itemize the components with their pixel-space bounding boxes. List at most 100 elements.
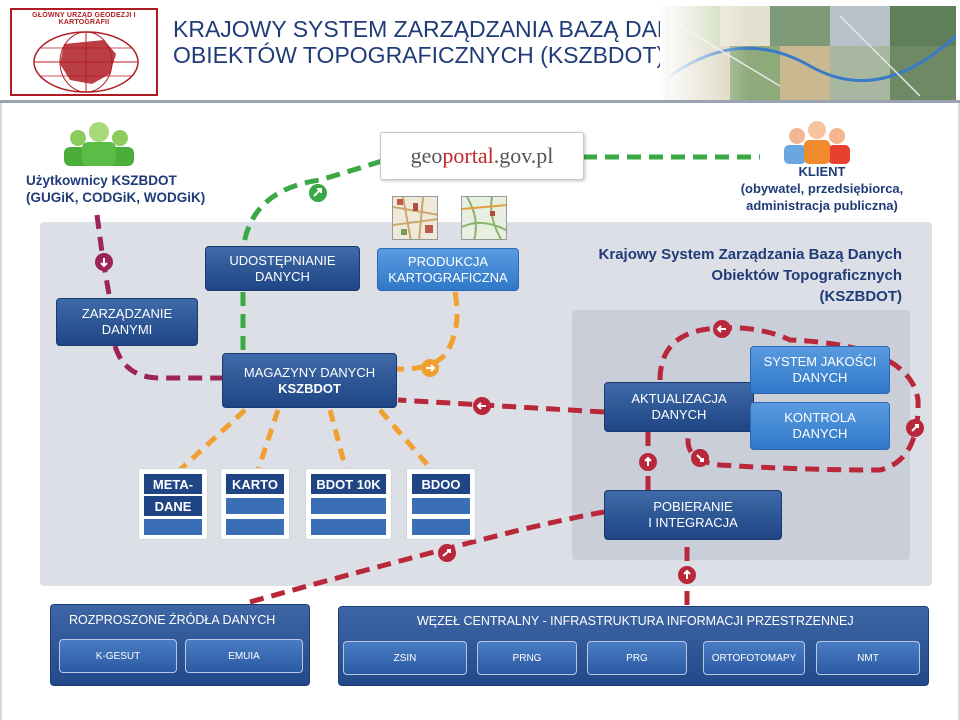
users-label-line1: Użytkownicy KSZBDOT	[26, 173, 177, 188]
box-magazyny[interactable]: MAGAZYNY DANYCH KSZBDOT	[222, 353, 397, 408]
purple-path-2	[112, 345, 222, 381]
users-group-icon	[64, 122, 134, 166]
orange-line-meta	[178, 408, 247, 472]
arrow-marker-purple	[95, 253, 113, 271]
orange-line-bdot	[327, 409, 349, 471]
client-group-icon	[784, 121, 850, 164]
box-udostepnianie-line2: DANYCH	[255, 268, 310, 284]
db-metadane-line1: META-	[144, 474, 202, 494]
client-label: KLIENT (obywatel, przedsiębiorca, admini…	[722, 163, 922, 214]
box-aktualizacja[interactable]: AKTUALIZACJA DANYCH	[604, 382, 754, 432]
box-kontrola[interactable]: KONTROLA DANYCH	[750, 402, 890, 450]
arrow-marker-red-up-1	[639, 453, 657, 471]
page-title: KRAJOWY SYSTEM ZARZĄDZANIA BAZĄ DANYCH O…	[173, 16, 733, 68]
db-bdot10k-label: BDOT 10K	[311, 474, 386, 494]
red-path-aktualizacja-magazyny	[397, 397, 605, 415]
green-path	[240, 157, 386, 350]
box-magazyny-line2: KSZBDOT	[278, 380, 341, 396]
central-node-panel: WĘZEŁ CENTRALNY - INFRASTRUKTURA INFORMA…	[338, 606, 929, 686]
header-divider	[0, 100, 960, 103]
geoportal-suffix: .gov.pl	[493, 143, 554, 168]
source-kgesut[interactable]: K-GESUT	[59, 639, 177, 673]
db-karto-label: KARTO	[226, 474, 284, 494]
box-udostepnianie-line1: UDOSTĘPNIANIE	[229, 252, 336, 268]
box-kontrola-line2: DANYCH	[792, 426, 848, 441]
arrow-marker-red-sources	[438, 544, 456, 562]
db-karto-row	[226, 519, 284, 535]
client-label-line3: administracja publiczna)	[746, 198, 898, 213]
users-label: Użytkownicy KSZBDOT (GUGiK, CODGiK, WODG…	[26, 172, 226, 206]
title-line-1: KRAJOWY SYSTEM ZARZĄDZANIA BAZĄ DANYCH	[173, 16, 723, 42]
db-bdoo-row	[412, 498, 470, 514]
box-aktualizacja-line2: DANYCH	[651, 407, 707, 422]
map-thumbnail-2	[461, 196, 507, 240]
dispersed-sources-title: ROZPROSZONE ŹRÓDŁA DANYCH	[69, 613, 276, 627]
box-kontrola-line1: KONTROLA	[784, 410, 856, 425]
globe-icon	[33, 31, 139, 93]
frame-left	[0, 103, 2, 720]
node-zsin[interactable]: ZSIN	[343, 641, 467, 675]
node-ortofotomapy[interactable]: ORTOFOTOMAPY	[703, 641, 805, 675]
map-photo-collage	[660, 6, 956, 100]
box-system-jakosci[interactable]: SYSTEM JAKOŚCI DANYCH	[750, 346, 890, 394]
geoportal-prefix: geo	[410, 143, 443, 168]
box-pobieranie-line1: POBIERANIE	[653, 499, 733, 514]
db-bdoo-label: BDOO	[412, 474, 470, 494]
box-produkcja-line1: PRODUKCJA	[407, 253, 489, 269]
box-udostepnianie[interactable]: UDOSTĘPNIANIE DANYCH	[205, 246, 360, 291]
db-karto[interactable]: KARTO	[220, 468, 290, 540]
red-path-sources	[249, 509, 605, 605]
arrow-marker-red-up-2	[678, 566, 696, 584]
db-karto-row	[226, 498, 284, 514]
arrow-marker-red-loop-bottom	[691, 449, 709, 467]
geoportal-portal: portal	[442, 143, 494, 168]
system-title-line3: (KSZBDOT)	[819, 288, 903, 305]
box-system-jakosci-line2: DANYCH	[792, 370, 848, 385]
box-magazyny-line1: MAGAZYNY DANYCH	[243, 364, 376, 380]
system-title-line2: Obiektów Topograficznych	[711, 267, 902, 284]
node-prg[interactable]: PRG	[587, 641, 687, 675]
db-metadane[interactable]: META- DANE	[138, 468, 208, 540]
arrow-marker-red-left	[473, 397, 491, 415]
dispersed-sources-panel: ROZPROSZONE ŹRÓDŁA DANYCH K-GESUT EMUIA	[50, 604, 310, 686]
box-pobieranie-line2: I INTEGRACJA	[648, 515, 738, 530]
arrow-marker-orange	[421, 359, 439, 377]
source-emuia[interactable]: EMUIA	[185, 639, 303, 673]
db-bdot10k-row	[311, 498, 386, 514]
central-node-title: WĘZEŁ CENTRALNY - INFRASTRUKTURA INFORMA…	[417, 614, 854, 628]
users-label-line2: (GUGiK, CODGiK, WODGiK)	[26, 190, 206, 205]
db-metadane-row	[144, 519, 202, 535]
client-label-line1: KLIENT	[798, 164, 846, 179]
box-pobieranie[interactable]: POBIERANIE I INTEGRACJA	[604, 490, 782, 540]
box-zarzadzanie-line2: DANYMI	[101, 322, 153, 337]
box-produkcja[interactable]: PRODUKCJA KARTOGRAFICZNA	[377, 248, 519, 291]
arrow-marker-red-loop-right	[906, 419, 924, 437]
db-metadane-line2: DANE	[144, 496, 202, 516]
node-prng[interactable]: PRNG	[477, 641, 577, 675]
orange-path	[396, 291, 460, 372]
box-aktualizacja-line1: AKTUALIZACJA	[631, 391, 727, 406]
node-nmt[interactable]: NMT	[816, 641, 920, 675]
box-zarzadzanie-line1: ZARZĄDZANIE	[81, 306, 173, 321]
box-produkcja-line2: KARTOGRAFICZNA	[388, 269, 508, 285]
map-thumbnail-1	[392, 196, 438, 240]
db-bdot10k[interactable]: BDOT 10K	[305, 468, 392, 540]
arrow-marker-red-loop-top	[713, 320, 731, 338]
title-line-2: OBIEKTÓW TOPOGRAFICZNYCH (KSZBDOT)	[173, 42, 665, 68]
orange-line-karto	[255, 409, 281, 471]
db-bdoo-row	[412, 519, 470, 535]
db-bdoo[interactable]: BDOO	[406, 468, 476, 540]
arrow-marker-green	[309, 184, 327, 202]
gugik-logo: GŁÓWNY URZĄD GEODEZJI I KARTOGRAFII	[10, 8, 158, 96]
box-system-jakosci-line1: SYSTEM JAKOŚCI	[763, 354, 877, 369]
db-bdot10k-row	[311, 519, 386, 535]
orange-line-bdoo	[378, 408, 434, 472]
box-zarzadzanie[interactable]: ZARZĄDZANIE DANYMI	[56, 298, 198, 346]
client-label-line2: (obywatel, przedsiębiorca,	[740, 181, 904, 196]
system-title: Krajowy System Zarządzania Bazą Danych O…	[560, 244, 902, 307]
logo-text: GŁÓWNY URZĄD GEODEZJI I KARTOGRAFII	[32, 12, 136, 26]
frame-right	[958, 103, 960, 720]
system-title-line1: Krajowy System Zarządzania Bazą Danych	[598, 246, 902, 263]
